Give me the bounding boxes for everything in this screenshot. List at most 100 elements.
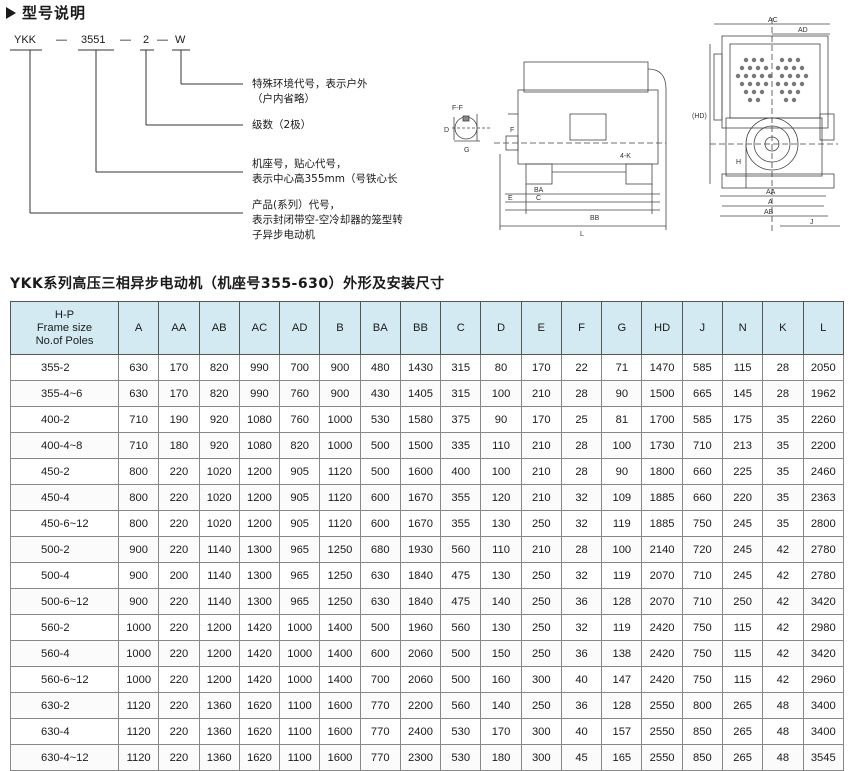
table-cell: 1700	[641, 406, 683, 433]
table-cell: 3420	[802, 640, 845, 667]
row-frame-size-cell: 355-4~6	[10, 380, 119, 407]
table-cell: 250	[520, 614, 562, 641]
table-cell: 1250	[319, 562, 361, 589]
label-bb: BB	[590, 215, 600, 222]
table-cell: 100	[601, 536, 643, 563]
table-cell: 170	[520, 406, 562, 433]
table-title: YKK系列高压三相异步电动机（机座号355-630）外形及安装尺寸	[10, 276, 445, 292]
table-cell: 1000	[319, 406, 361, 433]
table-cell: 220	[158, 588, 200, 615]
header-col-bb: BB	[399, 301, 442, 355]
table-cell: 1885	[641, 510, 683, 537]
table-cell: 220	[158, 666, 200, 693]
table-cell: 1420	[238, 666, 281, 693]
table-cell: 213	[721, 432, 764, 459]
table-cell: 1580	[399, 406, 442, 433]
label-ad: AD	[798, 27, 808, 34]
table-cell: 990	[238, 354, 281, 381]
table-cell: 210	[520, 380, 562, 407]
table-cell: 1200	[198, 614, 240, 641]
table-cell: 119	[601, 614, 643, 641]
header-col-f: F	[560, 301, 603, 355]
header-col-k: K	[762, 301, 804, 355]
table-cell: 140	[480, 588, 522, 615]
explain-product-line-3: 子异步电动机	[252, 229, 315, 241]
table-cell: 2420	[641, 666, 683, 693]
section-title-text: 型号说明	[22, 4, 87, 22]
table-cell: 140	[480, 692, 522, 719]
label-ac: AC	[768, 17, 778, 24]
table-cell: 42	[762, 614, 804, 641]
table-cell: 1250	[319, 588, 361, 615]
table-cell: 800	[117, 484, 160, 511]
table-cell: 1080	[238, 406, 281, 433]
table-cell: 2200	[802, 432, 845, 459]
table-cell: 750	[681, 510, 723, 537]
table-cell: 1140	[198, 562, 240, 589]
table-cell: 560	[440, 614, 482, 641]
table-cell: 220	[158, 510, 200, 537]
table-cell: 2363	[802, 484, 845, 511]
table-cell: 1300	[238, 588, 281, 615]
row-frame-size-cell: 500-2	[10, 536, 119, 563]
explain-environment-line-2: （户内省略）	[252, 93, 315, 105]
table-cell: 820	[198, 380, 240, 407]
table-cell: 28	[560, 432, 603, 459]
table-cell: 770	[359, 692, 401, 719]
table-cell: 1120	[319, 458, 361, 485]
table-cell: 850	[681, 718, 723, 745]
table-cell: 900	[319, 354, 361, 381]
table-cell: 42	[762, 588, 804, 615]
table-cell: 48	[762, 692, 804, 719]
explain-product-line-1: 产品(系列）代号，	[252, 199, 341, 211]
row-frame-size-cell: 630-2	[10, 692, 119, 719]
header-col-aa: AA	[158, 301, 200, 355]
table-cell: 170	[158, 380, 200, 407]
table-cell: 850	[681, 744, 723, 771]
table-cell: 265	[721, 692, 764, 719]
table-cell: 1200	[238, 510, 281, 537]
table-cell: 170	[520, 354, 562, 381]
table-cell: 128	[601, 692, 643, 719]
table-cell: 1000	[279, 614, 321, 641]
row-frame-size-cell: 400-2	[10, 406, 119, 433]
table-cell: 180	[480, 744, 522, 771]
table-cell: 180	[158, 432, 200, 459]
table-cell: 250	[520, 640, 562, 667]
table-cell: 250	[520, 562, 562, 589]
row-frame-size-cell: 560-6~12	[10, 666, 119, 693]
table-cell: 245	[721, 562, 764, 589]
table-cell: 3420	[802, 588, 845, 615]
table-cell: 210	[520, 536, 562, 563]
table-cell: 315	[440, 354, 482, 381]
table-cell: 210	[520, 484, 562, 511]
table-cell: 1930	[399, 536, 442, 563]
table-cell: 22	[560, 354, 603, 381]
table-cell: 3400	[802, 692, 845, 719]
table-cell: 770	[359, 744, 401, 771]
table-cell: 400	[440, 458, 482, 485]
header-frame-size: H-P Frame size No.of Poles	[10, 301, 119, 355]
table-cell: 25	[560, 406, 603, 433]
table-cell: 1000	[279, 640, 321, 667]
table-cell: 2400	[399, 718, 442, 745]
table-cell: 28	[560, 380, 603, 407]
table-cell: 145	[721, 380, 764, 407]
table-cell: 710	[117, 406, 160, 433]
model-code-sep-1: —	[56, 34, 67, 46]
label-4-k: 4-K	[620, 153, 631, 160]
table-cell: 48	[762, 718, 804, 745]
ventilation-grille	[735, 57, 809, 103]
table-cell: 530	[440, 718, 482, 745]
table-cell: 250	[520, 510, 562, 537]
table-cell: 1420	[238, 640, 281, 667]
table-cell: 1080	[238, 432, 281, 459]
section-title: 型号说明	[6, 2, 86, 23]
table-cell: 660	[681, 458, 723, 485]
table-cell: 90	[601, 458, 643, 485]
table-cell: 210	[520, 432, 562, 459]
table-cell: 220	[158, 484, 200, 511]
table-cell: 820	[198, 354, 240, 381]
